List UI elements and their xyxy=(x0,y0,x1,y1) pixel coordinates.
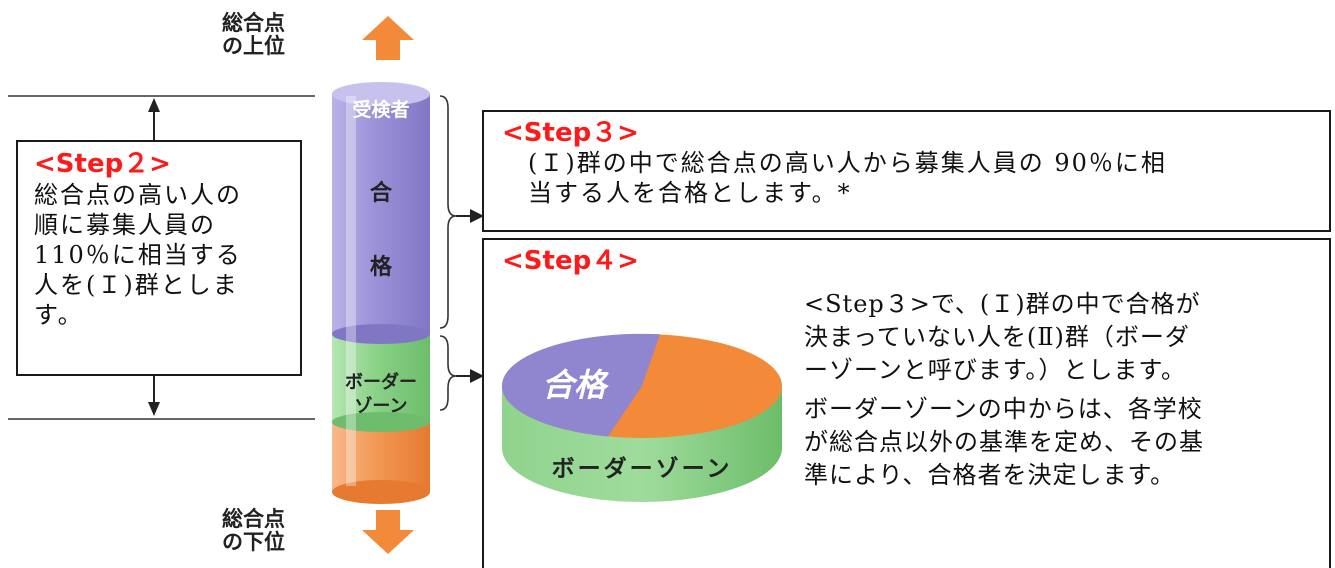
column-pass-label-2: 格 xyxy=(370,254,393,280)
step4-line-5: が総合点以外の基準を定め、その基 xyxy=(804,428,1204,456)
down-arrow-icon xyxy=(362,510,414,554)
step2-line-2: 順に募集人員の xyxy=(34,211,216,239)
step2-body: 総合点の高い人の 順に募集人員の 110％に相当する 人を(Ｉ)群としま す。 xyxy=(34,180,300,330)
step3-box: <Step３> (Ｉ)群の中で総合点の高い人から募集人員の 90％に相 当する人… xyxy=(482,110,1331,232)
step4-line-2: 決まっていない人を(Ⅱ)群（ボーダ xyxy=(804,323,1190,351)
bottom-rank-label-line1: 総合点 xyxy=(222,507,285,531)
step4-line-1: <Step３>で、(Ｉ)群の中で合格が xyxy=(804,290,1201,318)
step2-line-1: 総合点の高い人の xyxy=(34,181,242,209)
step4-title: <Step４> xyxy=(502,246,639,276)
step2-line-5: す。 xyxy=(34,301,84,329)
step2-line-3: 110％に相当する xyxy=(34,241,242,269)
step4-line-4: ボーダーゾーンの中からは、各学校 xyxy=(804,395,1203,423)
step4-body: <Step３>で、(Ｉ)群の中で合格が 決まっていない人を(Ⅱ)群（ボーダ ーゾ… xyxy=(804,288,1204,492)
border-zone-disc: 合格 ボーダーゾーン xyxy=(501,333,782,502)
step3-line-2: 当する人を合格とします。* xyxy=(528,179,852,207)
step4-line-3: ーゾーンと呼びます。）とします。 xyxy=(804,356,1186,384)
top-rank-label-line2: の上位 xyxy=(222,34,285,58)
bottom-rank-label-line2: の下位 xyxy=(222,530,285,554)
column-border-label-1: ボーダー xyxy=(345,371,417,393)
braces-and-pointers xyxy=(439,95,484,411)
step2-title: <Step２> xyxy=(34,149,171,179)
left-guides xyxy=(8,95,315,420)
step3-title: <Step３> xyxy=(502,118,639,148)
disc-border-label: ボーダーゾーン xyxy=(552,455,733,482)
up-arrow-icon xyxy=(362,16,414,60)
column-top-label: 受検者 xyxy=(352,98,409,121)
step3-line-1: (Ｉ)群の中で総合点の高い人から募集人員の 90％に相 xyxy=(528,149,1167,177)
top-rank-label: 総合点 の上位 xyxy=(222,12,285,58)
column-pass-label-1: 合 xyxy=(370,180,393,206)
step2-box: <Step２> 総合点の高い人の 順に募集人員の 110％に相当する 人を(Ｉ)… xyxy=(16,140,302,376)
step4-line-6: 準により、合格者を決定します。 xyxy=(804,461,1176,489)
column-border-label-2: ゾーン xyxy=(354,396,407,417)
step2-line-4: 人を(Ｉ)群としま xyxy=(34,271,239,299)
top-rank-label-line1: 総合点 xyxy=(222,11,285,35)
disc-pass-label: 合格 xyxy=(542,366,609,404)
step3-body: (Ｉ)群の中で総合点の高い人から募集人員の 90％に相 当する人を合格とします。… xyxy=(502,148,1329,208)
applicant-column: 受検者 合 格 ボーダー ゾーン xyxy=(332,82,430,504)
bottom-rank-label: 総合点 の下位 xyxy=(222,508,285,554)
